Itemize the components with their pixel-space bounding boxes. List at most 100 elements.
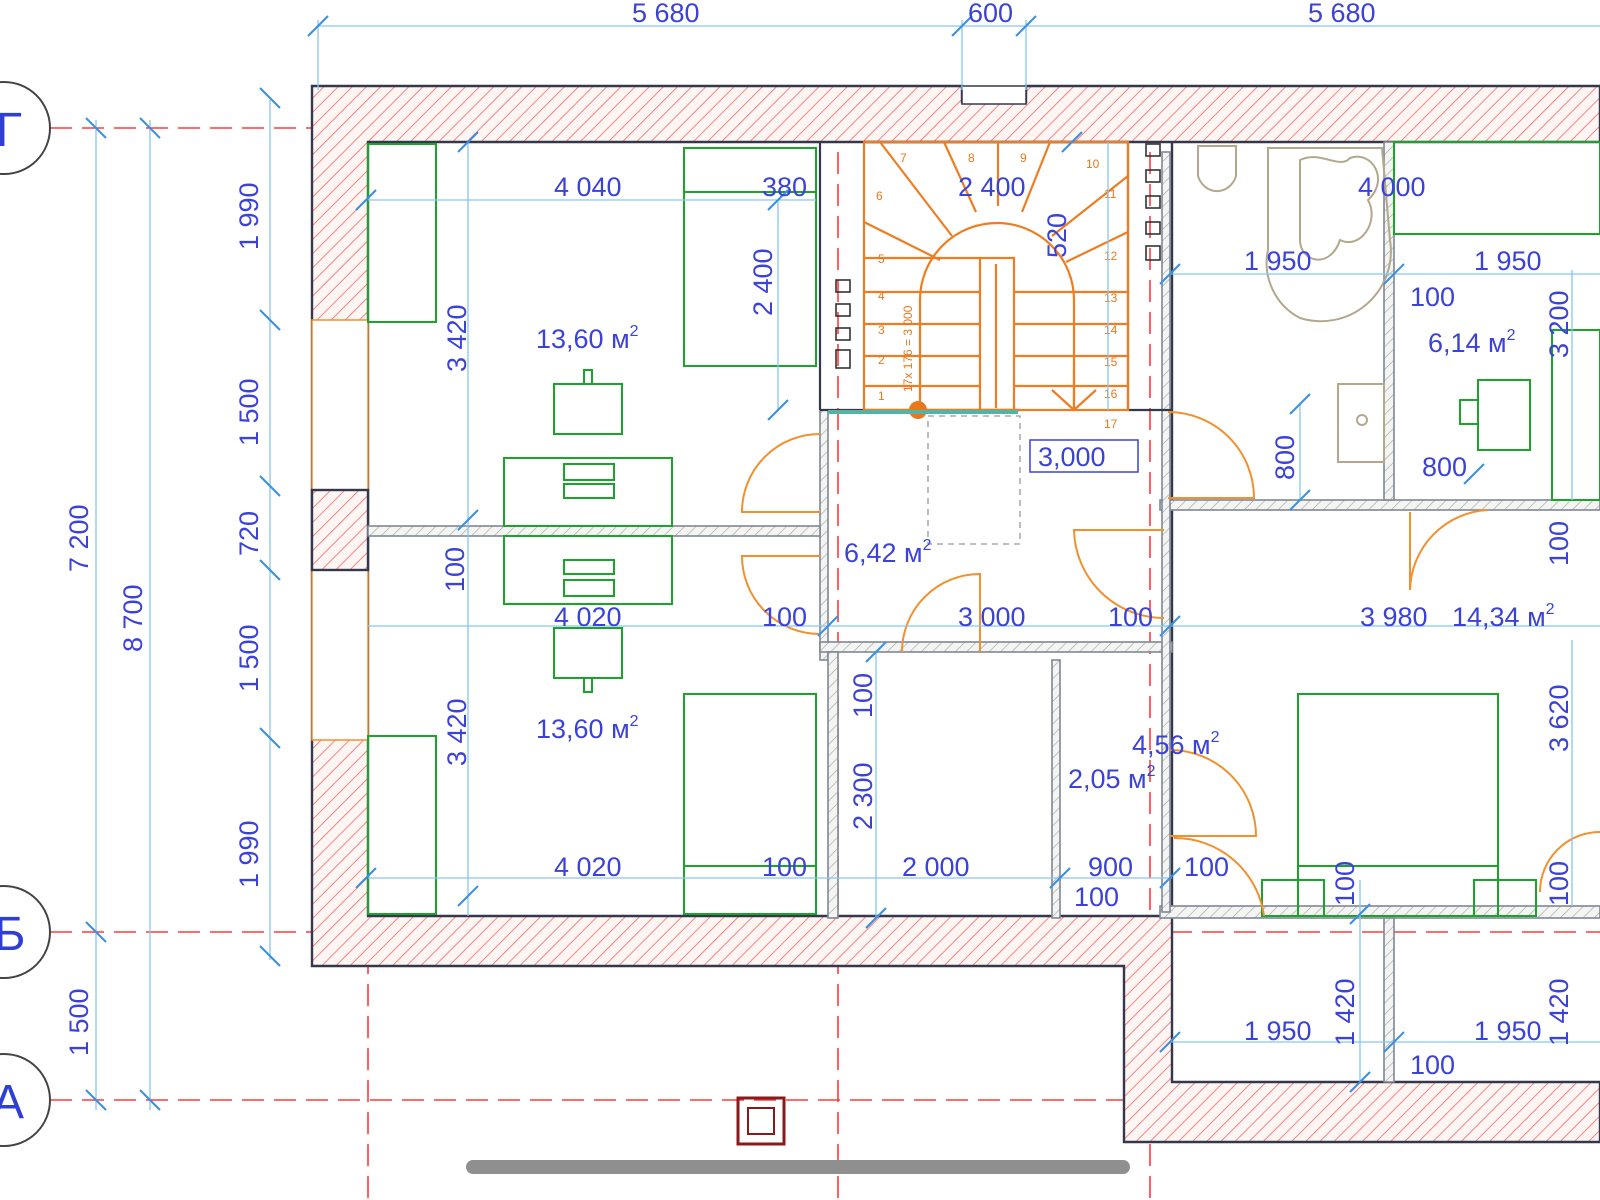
svg-text:3,000: 3,000 (1038, 442, 1106, 472)
dim-top-right: 5 680 (1308, 0, 1376, 28)
svg-text:100: 100 (1410, 1050, 1455, 1080)
vent-shafts (835, 143, 1161, 369)
svg-text:1 950: 1 950 (1244, 246, 1312, 276)
nightstand-2 (1473, 879, 1537, 917)
svg-text:8 700: 8 700 (118, 584, 148, 652)
svg-text:3: 3 (878, 323, 885, 337)
axis-bubble-g: Г (0, 81, 51, 175)
svg-text:100: 100 (1330, 861, 1360, 906)
svg-text:15: 15 (1104, 355, 1118, 369)
room-area-bedroom3: 14,34 м2 (1452, 601, 1555, 632)
svg-text:4 000: 4 000 (1358, 172, 1426, 202)
bed-2 (683, 693, 817, 915)
dim-top-left: 5 680 (632, 0, 700, 28)
svg-text:3 980: 3 980 (1360, 602, 1428, 632)
svg-text:800: 800 (1270, 435, 1300, 480)
dim-top-mid: 600 (968, 0, 1013, 28)
bath2-chair (1477, 379, 1531, 451)
svg-text:1 500: 1 500 (234, 378, 264, 446)
svg-text:16: 16 (1104, 387, 1118, 401)
svg-text:1 420: 1 420 (1330, 978, 1360, 1046)
svg-text:5: 5 (878, 252, 885, 266)
svg-text:3 620: 3 620 (1544, 684, 1574, 752)
svg-text:11: 11 (1104, 187, 1117, 201)
chair-2 (553, 627, 623, 679)
svg-text:1 990: 1 990 (234, 820, 264, 888)
svg-text:4: 4 (878, 289, 885, 303)
svg-text:1: 1 (878, 389, 885, 403)
svg-text:1 950: 1 950 (1474, 1016, 1542, 1046)
svg-text:12: 12 (1104, 249, 1118, 263)
svg-text:520: 520 (1042, 213, 1072, 258)
svg-text:2 000: 2 000 (902, 852, 970, 882)
chair-1 (553, 383, 623, 435)
wardrobe-1 (367, 143, 437, 323)
svg-text:1 420: 1 420 (1544, 978, 1574, 1046)
interior-walls (367, 140, 1600, 1083)
svg-text:14: 14 (1104, 323, 1118, 337)
svg-text:Б: Б (0, 908, 26, 961)
furniture (367, 141, 1600, 917)
room-area-hall: 6,42 м2 (844, 537, 932, 568)
svg-text:100: 100 (1108, 602, 1153, 632)
sanitary (1197, 145, 1392, 463)
svg-text:10: 10 (1086, 157, 1100, 171)
svg-text:4 020: 4 020 (554, 852, 622, 882)
bathtub-icon (1265, 147, 1392, 323)
toilet-icon (1197, 145, 1237, 193)
exterior-walls (310, 84, 1600, 1144)
svg-text:7 200: 7 200 (64, 504, 94, 572)
svg-text:9: 9 (1020, 151, 1027, 165)
nightstand-1 (1261, 879, 1325, 917)
svg-text:Г: Г (0, 104, 22, 157)
svg-text:3 200: 3 200 (1544, 290, 1574, 358)
svg-text:100: 100 (1184, 852, 1229, 882)
room-area-wc: 2,05 м2 (1068, 763, 1156, 794)
svg-text:А: А (0, 1076, 24, 1129)
bath2-desk (1551, 329, 1600, 501)
room-area-closet: 4,56 м2 (1132, 729, 1220, 760)
staircase: 1 2 3 4 5 6 7 8 9 10 11 12 13 14 15 16 1… (828, 140, 1130, 545)
wardrobe-2 (367, 735, 437, 915)
chimney-icon (736, 1096, 786, 1146)
bed-3 (1297, 693, 1499, 917)
axis-bubble-a: А (0, 1053, 51, 1147)
svg-text:100: 100 (1074, 882, 1119, 912)
dimension-labels: 5 680 600 5 680 1 990 1 500 720 1 500 1 … (64, 0, 1574, 1080)
svg-text:1 990: 1 990 (234, 182, 264, 250)
axis-bubble-b: Б (0, 885, 51, 979)
svg-text:100: 100 (1544, 521, 1574, 566)
svg-text:4 040: 4 040 (554, 172, 622, 202)
room-areas: 13,60 м2 13,60 м2 6,42 м2 6,14 м2 14,34 … (536, 323, 1555, 794)
svg-text:380: 380 (762, 172, 807, 202)
monitor-1 (563, 463, 615, 481)
svg-text:100: 100 (762, 852, 807, 882)
svg-text:1 500: 1 500 (234, 624, 264, 692)
svg-text:2: 2 (878, 353, 885, 367)
doors (740, 411, 1600, 917)
svg-text:13: 13 (1104, 291, 1118, 305)
svg-text:1 950: 1 950 (1244, 1016, 1312, 1046)
svg-text:2 300: 2 300 (848, 762, 878, 830)
svg-text:3 420: 3 420 (442, 304, 472, 372)
dimension-lines (85, 15, 1600, 1111)
desk-2 (503, 535, 673, 605)
bed-1 (683, 147, 817, 367)
svg-text:2 400: 2 400 (958, 172, 1026, 202)
svg-text:100: 100 (440, 547, 470, 592)
svg-text:3 420: 3 420 (442, 698, 472, 766)
svg-text:100: 100 (1410, 282, 1455, 312)
svg-text:7: 7 (900, 151, 907, 165)
svg-text:3 000: 3 000 (958, 602, 1026, 632)
room-area-bedroom1: 13,60 м2 (536, 323, 639, 354)
svg-text:2 400: 2 400 (748, 248, 778, 316)
scroll-indicator[interactable] (466, 1160, 1130, 1174)
room-area-bedroom2: 13,60 м2 (536, 713, 639, 744)
svg-text:17: 17 (1104, 417, 1118, 431)
svg-text:100: 100 (848, 673, 878, 718)
svg-text:4 020: 4 020 (554, 602, 622, 632)
svg-text:100: 100 (762, 602, 807, 632)
svg-text:100: 100 (1544, 861, 1574, 906)
svg-text:8: 8 (968, 151, 975, 165)
